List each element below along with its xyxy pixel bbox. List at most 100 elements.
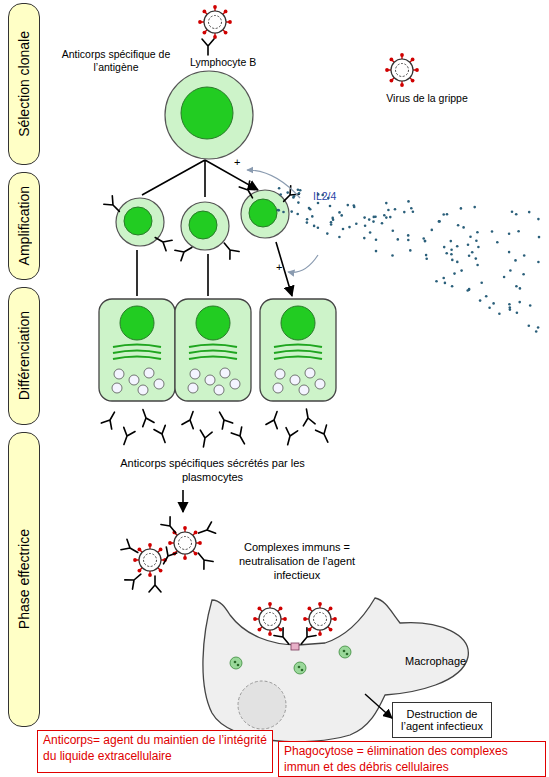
cytokine-dot xyxy=(451,285,454,288)
diagram-label: Anticorps spécifique de l’antigène xyxy=(60,48,172,74)
cytokine-dot xyxy=(511,211,514,214)
cytokine-dot xyxy=(290,210,293,213)
diagram-label: Complexes immuns = neutralisation de l’a… xyxy=(236,541,358,582)
cytokine-dot xyxy=(306,221,309,224)
cytokine-dot xyxy=(329,205,332,208)
cytokine-dot xyxy=(462,226,465,229)
cytokine-dot xyxy=(425,258,428,261)
cytokine-dot xyxy=(508,251,511,254)
cytokine-dot xyxy=(450,240,453,243)
cytokine-dot xyxy=(515,285,518,288)
cytokine-dot xyxy=(475,240,478,243)
diagram-label: Lymphocyte B xyxy=(190,56,280,69)
cytokine-dot xyxy=(277,209,280,212)
cytokine-dot xyxy=(412,211,415,214)
cytokine-dot xyxy=(529,304,532,307)
cytokine-dot xyxy=(409,249,412,252)
daughter-cell xyxy=(241,190,289,238)
receptor-symbol xyxy=(291,643,299,650)
antibody-symbol xyxy=(202,39,214,55)
cytokine-dot xyxy=(535,330,538,333)
cytokine-dot xyxy=(278,209,281,212)
cytokine-dot xyxy=(450,248,453,251)
cytokine-arrow xyxy=(247,170,300,198)
cytokine-dot xyxy=(473,206,476,209)
antibody-symbol xyxy=(161,517,180,537)
antibody-symbol xyxy=(231,427,249,447)
antibody-symbol xyxy=(220,239,239,259)
cytokine-dot xyxy=(297,201,300,204)
cytokine-dot xyxy=(338,236,341,239)
cytokine-dot xyxy=(479,299,482,302)
antibody-symbol xyxy=(282,428,298,447)
result-box: Destruction de l’agent infectieux xyxy=(392,702,492,738)
cytokine-dot xyxy=(326,232,329,235)
cytokine-dot xyxy=(522,273,525,276)
cytokine-dot xyxy=(282,211,285,214)
cytokine-dot xyxy=(450,253,453,256)
cytokine-dot xyxy=(308,207,311,210)
cytokine-dot xyxy=(471,251,474,254)
cytokine-dot xyxy=(498,313,501,316)
cytokine-dot xyxy=(410,207,413,210)
macrophage-cell: Macrophage xyxy=(200,595,365,745)
cytokine-dot xyxy=(523,254,526,257)
cytokine-dot xyxy=(317,202,320,205)
flow-arrow xyxy=(365,694,392,718)
cytokine-dot xyxy=(538,236,541,239)
phase-band: Amplification xyxy=(8,172,40,280)
lymphocyte-cell xyxy=(165,71,253,159)
cytokine-arrow xyxy=(288,255,318,272)
cytokine-dot xyxy=(431,229,434,232)
phase-band: Sélection clonale xyxy=(8,3,40,165)
cytokine-dot xyxy=(424,240,427,243)
cytokine-dot xyxy=(475,257,478,260)
cytokine-dot xyxy=(293,195,296,198)
cytokine-dot xyxy=(332,218,335,221)
cytokine-dot xyxy=(438,220,441,223)
plasmocyte-cell xyxy=(175,299,251,401)
cytokine-dot xyxy=(492,302,495,305)
cytokine-dot xyxy=(375,238,378,241)
virus-symbol xyxy=(168,526,202,560)
cytokine-dot xyxy=(348,226,351,229)
cytokine-dot xyxy=(381,222,384,225)
cytokine-dot xyxy=(496,241,499,244)
macrophage-outline xyxy=(200,595,365,745)
cytokine-dot xyxy=(391,254,394,257)
cytokine-dot xyxy=(514,259,517,262)
antibody-symbol xyxy=(198,430,213,448)
cytokine-dot xyxy=(451,259,454,262)
cytokine-dot xyxy=(317,193,320,196)
cytokine-dot xyxy=(442,277,445,280)
cytokine-dot xyxy=(537,261,540,264)
cytokine-dot xyxy=(353,204,356,207)
cytokine-dot xyxy=(485,295,488,298)
cytokine-dot xyxy=(306,218,309,221)
cytokine-dot xyxy=(516,311,519,314)
virus-symbol xyxy=(253,602,287,636)
cytokine-dot xyxy=(460,207,463,210)
daughter-cell xyxy=(181,202,229,250)
antibody-symbol xyxy=(125,570,145,589)
cytokine-dot xyxy=(468,288,471,291)
cytokine-dot xyxy=(383,214,386,217)
cytokine-dot xyxy=(331,217,334,220)
cytokine-dot xyxy=(286,191,289,194)
cytokine-dot xyxy=(518,301,521,304)
cytokine-dot xyxy=(347,204,350,207)
note-box: Phagocytose = élimination des complexes … xyxy=(278,741,546,777)
cytokine-dot xyxy=(509,269,512,272)
cytokine-dot xyxy=(321,194,324,197)
cytokine-dot xyxy=(327,197,330,200)
cytokine-dot xyxy=(457,224,460,227)
antibody-symbol xyxy=(121,539,141,557)
cytokine-dot xyxy=(387,209,390,212)
antibody-symbol xyxy=(274,628,293,648)
cytokine-dot xyxy=(528,211,531,214)
division-arrow xyxy=(142,160,258,197)
virus-symbol xyxy=(133,543,167,577)
cytokine-dot xyxy=(491,230,494,233)
cytokine-dot xyxy=(279,193,282,196)
